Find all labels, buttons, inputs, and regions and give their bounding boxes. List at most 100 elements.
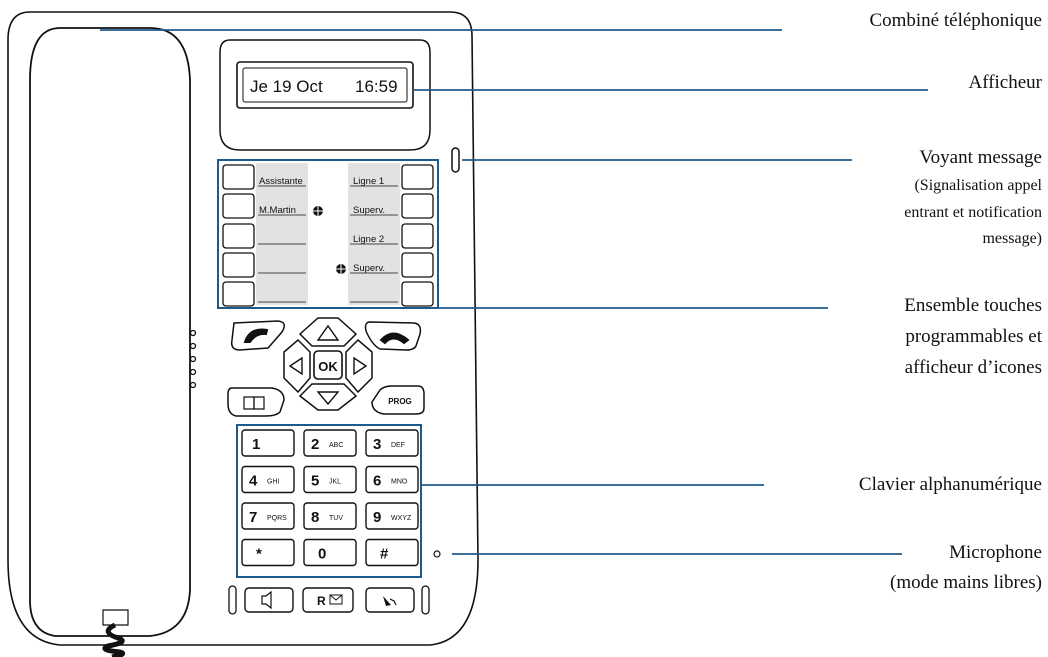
directory-button[interactable]	[227, 387, 285, 417]
keypad-letters: JKL	[329, 479, 341, 486]
keypad-digit: 3	[373, 436, 381, 453]
speaker-button[interactable]	[244, 587, 294, 613]
nav-right-button[interactable]	[345, 338, 373, 394]
callout-message-led-line2: entrant et notification	[904, 204, 1042, 221]
keypad-key-5[interactable]: 5 JKL	[303, 465, 357, 494]
softkey-right-4[interactable]	[401, 252, 434, 278]
envelope-icon	[329, 594, 343, 605]
softkey-right-3[interactable]	[401, 223, 434, 249]
handset-cord	[102, 622, 126, 657]
softkey-left-1[interactable]	[222, 164, 255, 190]
book-icon	[243, 396, 265, 410]
transfer-button[interactable]	[365, 587, 415, 613]
status-globe-icon	[313, 206, 323, 216]
offhook-button[interactable]	[230, 320, 285, 351]
callout-keypad: Clavier alphanumérique	[859, 474, 1042, 495]
hangup-button[interactable]	[364, 321, 422, 351]
arrow-up-icon	[316, 324, 340, 341]
keypad-key-4[interactable]: 4 GHI	[241, 465, 295, 494]
keypad-digit: 5	[311, 473, 319, 490]
display-time: 16:59	[355, 77, 398, 96]
microphone	[433, 550, 441, 558]
r-button[interactable]: R	[302, 587, 354, 613]
arrow-right-icon	[353, 356, 368, 376]
ok-button[interactable]: OK	[313, 350, 343, 380]
keypad-letters: PQRS	[267, 515, 287, 522]
callout-handset: Combiné téléphonique	[869, 10, 1042, 31]
programmable-keys-panel: Assistante M.Martin Ligne 1 Superv. Lign…	[217, 159, 439, 309]
softkey-right-5[interactable]	[401, 281, 434, 307]
phone-body	[7, 11, 479, 646]
softkey-label-right-4: Superv.	[353, 263, 385, 274]
keypad-digit: 2	[311, 436, 319, 453]
keypad-letters: MNO	[391, 479, 408, 486]
callout-microphone-line2: (mode mains libres)	[890, 572, 1042, 593]
callout-softkeys-line3: afficheur d’icones	[905, 357, 1042, 378]
keypad-key-2[interactable]: 2 ABC	[303, 429, 357, 457]
callout-texts: Combiné téléphonique Afficheur Voyant me…	[859, 10, 1043, 593]
keypad-key-3[interactable]: 3 DEF	[365, 429, 419, 457]
display-date: Je 19 Oct	[250, 77, 323, 96]
callout-lines	[100, 29, 928, 555]
keypad-key-1[interactable]: 1	[241, 429, 295, 457]
offhook-icon	[243, 328, 269, 343]
prog-label: PROG	[388, 397, 412, 406]
keypad-letters: GHI	[267, 479, 280, 486]
callout-softkeys-line1: Ensemble touches	[904, 295, 1042, 316]
keypad-key-7[interactable]: 7 PQRS	[241, 502, 295, 530]
callout-display: Afficheur	[968, 72, 1042, 93]
callout-softkeys-line2: programmables et	[905, 326, 1042, 347]
nav-up-button[interactable]	[298, 317, 358, 347]
callout-microphone-line1: Microphone	[949, 542, 1042, 563]
keypad-letters: DEF	[391, 442, 405, 449]
softkey-left-5[interactable]	[222, 281, 255, 307]
keypad-digit: 9	[373, 509, 381, 526]
softkey-right-2[interactable]	[401, 193, 434, 219]
arrow-down-icon	[316, 391, 340, 406]
side-dots	[189, 329, 197, 389]
hangup-icon	[379, 332, 410, 345]
softkey-label-right-1: Ligne 1	[353, 176, 384, 187]
ok-label: OK	[318, 359, 338, 374]
bottom-slot-left	[228, 585, 237, 615]
keypad-digit: 6	[373, 473, 381, 490]
softkey-label-right-3: Ligne 2	[353, 234, 384, 245]
softkey-label-right-2: Superv.	[353, 205, 385, 216]
bottom-keys: R	[228, 585, 430, 615]
prog-button[interactable]: PROG	[371, 385, 425, 415]
display-housing: Je 19 Oct 16:59	[219, 39, 431, 151]
navigation-cluster: OK PROG	[227, 317, 425, 417]
softkey-left-2[interactable]	[222, 193, 255, 219]
keypad-key-9[interactable]: 9 WXYZ	[365, 502, 419, 530]
softkey-right-1[interactable]	[401, 164, 434, 190]
status-globe-icon	[336, 264, 346, 274]
softkey-label-left-1: Assistante	[259, 176, 303, 187]
nav-left-button[interactable]	[283, 338, 311, 394]
handset	[29, 27, 191, 657]
keypad-key-6[interactable]: 6 MNO	[365, 465, 419, 494]
keypad-key-11[interactable]: 0	[303, 538, 357, 567]
keypad-key-10[interactable]: *	[241, 538, 295, 567]
softkey-label-left-2: M.Martin	[259, 205, 296, 216]
keypad-key-12[interactable]: #	[365, 538, 419, 567]
softkey-left-3[interactable]	[222, 223, 255, 249]
bottom-slot-right	[421, 585, 430, 615]
keypad-letters: WXYZ	[391, 515, 412, 522]
softkey-left-4[interactable]	[222, 252, 255, 278]
keypad-digit: 1	[252, 436, 260, 453]
r-label: R	[317, 594, 326, 608]
keypad-digit: 4	[249, 473, 258, 490]
nav-down-button[interactable]	[298, 383, 358, 411]
callout-message-led-line1: (Signalisation appel	[914, 177, 1042, 194]
softkeys-highlight	[217, 159, 439, 309]
message-led	[451, 147, 460, 173]
keypad-letters: ABC	[329, 442, 343, 449]
keypad-digit: 7	[249, 509, 257, 526]
keypad-digit: 0	[318, 546, 326, 563]
callout-message-led-line3: message)	[982, 230, 1042, 247]
callout-message-led-title: Voyant message	[919, 147, 1042, 168]
